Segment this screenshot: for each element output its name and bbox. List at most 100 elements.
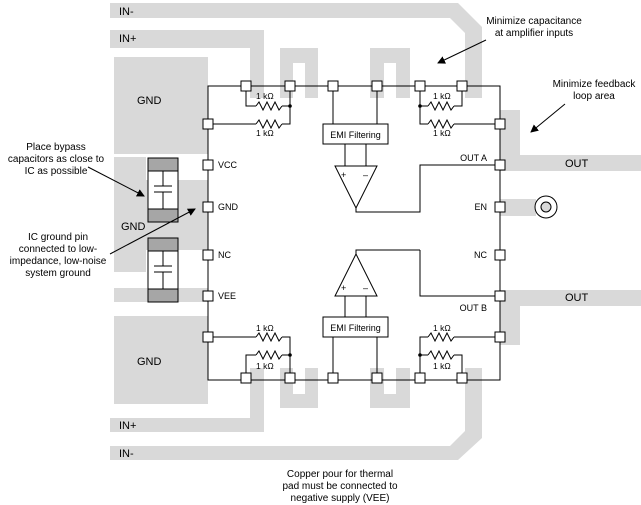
emi-filter-label-bottom: EMI Filtering <box>330 323 381 333</box>
emi-filter-block-bottom <box>322 316 389 338</box>
resistor-label-r2: 1 kΩ <box>256 128 274 138</box>
note-pour-3: negative supply (VEE) <box>291 493 390 504</box>
resistor-network-top-left: 1 kΩ 1 kΩ <box>213 91 292 138</box>
note-min-loop-2: loop area <box>573 91 615 102</box>
bypass-capacitor-top <box>147 157 179 223</box>
note-gnd-pin-4: system ground <box>25 268 91 279</box>
resistor-label-r6: 1 kΩ <box>256 361 274 371</box>
copper-pours <box>110 3 641 460</box>
annotation-min-loop: Minimize feedback loop area <box>530 79 637 133</box>
in-minus-top-trace <box>110 3 482 98</box>
annotation-thermal-pad: Copper pour for thermal pad must be conn… <box>282 469 398 504</box>
pad-bottom-2 <box>284 372 296 384</box>
pad-right-1 <box>494 118 506 130</box>
pin-label-gnd: GND <box>218 202 239 212</box>
in-minus-bottom-trace <box>110 368 482 460</box>
pin-label-nc-left: NC <box>218 250 231 260</box>
pad-bottom-1 <box>240 372 252 384</box>
note-pour-2: pad must be connected to <box>282 481 398 492</box>
resistor-symbol <box>427 349 455 361</box>
pad-top-1 <box>240 80 252 92</box>
net-label-gnd-mid: GND <box>121 221 146 233</box>
resistor-network-top-right: 1 kΩ 1 kΩ <box>418 91 495 138</box>
pad-bottom-3 <box>327 372 339 384</box>
emi-filter-block-top <box>322 123 389 145</box>
out-a-pour <box>500 110 641 171</box>
resistor-label-r8: 1 kΩ <box>433 361 451 371</box>
amplifier-b-triangle <box>334 252 378 297</box>
resistor-symbol <box>255 349 283 361</box>
pad-bottom-4 <box>371 372 383 384</box>
resistor-network-bottom-left: 1 kΩ 1 kΩ <box>213 323 292 373</box>
pad-left-6 <box>202 331 214 343</box>
pin-label-en: EN <box>474 202 487 212</box>
net-label-gnd-bottom: GND <box>137 356 162 368</box>
pad-top-2 <box>284 80 296 92</box>
amp-b-plus: + <box>341 283 346 293</box>
pad-top-5 <box>414 80 426 92</box>
pad-left-nc <box>202 249 214 261</box>
net-label-gnd-top: GND <box>137 95 162 107</box>
pad-right-6 <box>494 331 506 343</box>
bypass-capacitor-bottom <box>147 237 179 303</box>
note-bypass-1: Place bypass <box>26 142 85 153</box>
pad-right-out-a <box>494 159 506 171</box>
in-plus-bottom-trace <box>110 368 264 432</box>
resistor-symbol <box>427 331 455 343</box>
resistor-symbol <box>255 100 283 112</box>
net-label-in-minus-bottom: IN- <box>119 448 134 460</box>
pad-left-gnd <box>202 201 214 213</box>
gnd-top-pour <box>114 57 208 154</box>
note-gnd-pin-3: impedance, low-noise <box>10 256 107 267</box>
pad-left-1 <box>202 118 214 130</box>
en-strip <box>500 199 536 216</box>
note-gnd-pin-2: connected to low- <box>19 244 97 255</box>
out-a-trace <box>355 164 495 213</box>
note-min-cap-1: Minimize capacitance <box>486 16 582 27</box>
annotation-bypass: Place bypass capacitors as close to IC a… <box>8 142 145 197</box>
pin-label-vee: VEE <box>218 291 236 301</box>
note-pour-1: Copper pour for thermal <box>287 469 393 480</box>
pad-left-vcc <box>202 159 214 171</box>
resistor-label-r7: 1 kΩ <box>433 323 451 333</box>
net-label-in-minus-top: IN- <box>119 6 134 18</box>
net-label-out-bottom: OUT <box>565 292 589 304</box>
pad-right-nc <box>494 249 506 261</box>
out-b-trace <box>419 250 495 297</box>
pad-right-en <box>494 201 506 213</box>
ic-outline <box>207 85 501 381</box>
resistor-label-r1: 1 kΩ <box>256 91 274 101</box>
gnd-bottom-pour <box>114 316 208 404</box>
resistor-symbol <box>255 118 283 130</box>
annotation-min-capacitance: Minimize capacitance at amplifier inputs <box>437 16 582 64</box>
resistor-symbol <box>427 118 455 130</box>
note-min-cap-2: at amplifier inputs <box>495 28 573 39</box>
pin-label-out-b: OUT B <box>460 303 487 313</box>
net-label-out-top: OUT <box>565 158 589 170</box>
resistor-label-r4: 1 kΩ <box>433 128 451 138</box>
resistor-symbol <box>427 100 455 112</box>
amp-b-minus: – <box>363 283 368 293</box>
amp-a-plus: + <box>341 170 346 180</box>
pin-label-out-a: OUT A <box>460 153 487 163</box>
pad-left-vee <box>202 290 214 302</box>
note-bypass-2: capacitors as close to <box>8 154 105 165</box>
annotation-gnd-pin: IC ground pin connected to low- impedanc… <box>10 208 196 279</box>
resistor-label-r3: 1 kΩ <box>433 91 451 101</box>
net-label-in-plus-bottom: IN+ <box>119 420 136 432</box>
pad-bottom-6 <box>456 372 468 384</box>
emi-filter-label-top: EMI Filtering <box>330 130 381 140</box>
net-label-in-plus-top: IN+ <box>119 33 136 45</box>
pin-label-nc-right: NC <box>474 250 487 260</box>
amplifier-a-triangle <box>334 165 378 210</box>
pad-top-4 <box>371 80 383 92</box>
in-plus-top-trace <box>110 30 264 98</box>
amp-a-minus: – <box>363 170 368 180</box>
pad-top-3 <box>327 80 339 92</box>
note-min-loop-1: Minimize feedback <box>553 79 637 90</box>
out-b-pour <box>500 290 641 345</box>
pad-right-out-b <box>494 290 506 302</box>
note-gnd-pin-1: IC ground pin <box>28 232 88 243</box>
